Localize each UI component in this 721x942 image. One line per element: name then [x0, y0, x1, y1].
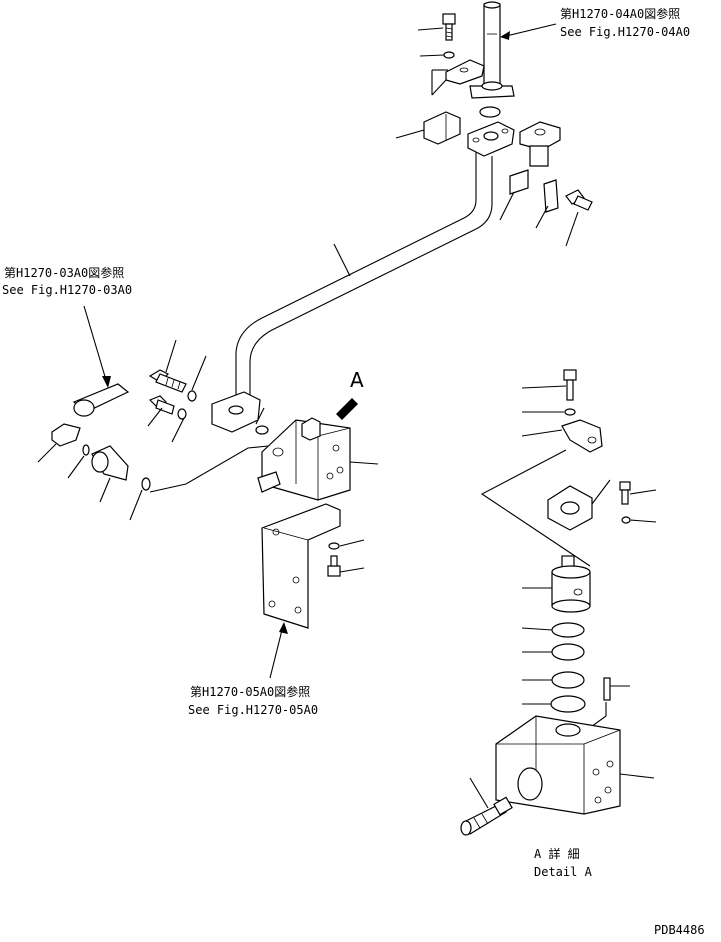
bracket — [261, 503, 341, 629]
left-bolts — [147, 339, 269, 443]
washer-top — [443, 51, 455, 59]
detail-bolt-side — [619, 481, 631, 505]
ref-top-jp: 第H1270-04A0図参照 — [560, 6, 680, 21]
detail-valve-block — [495, 715, 621, 815]
detail-cartridge — [551, 555, 591, 613]
detail-washer-side — [621, 516, 631, 524]
detail-bolt-top — [563, 369, 577, 401]
o-ring-top — [479, 106, 501, 118]
split-flange-half-right — [519, 121, 561, 151]
detail-o-ring-1 — [551, 622, 585, 638]
detail-pin — [603, 677, 611, 701]
ref-bottom-en: See Fig.H1270-05A0 — [188, 703, 318, 717]
detail-washer — [564, 408, 576, 416]
bolt-bracket — [327, 555, 341, 577]
valve-plug — [257, 471, 281, 493]
washer-left-lower — [177, 408, 187, 420]
bolt-top — [442, 13, 456, 41]
o-ring-valve — [255, 425, 269, 435]
ref-left-jp: 第H1270-03A0図参照 — [4, 265, 124, 280]
o-ring-small — [141, 477, 151, 491]
washer-left-upper — [187, 390, 197, 402]
ref-left-en: See Fig.H1270-03A0 — [2, 283, 132, 297]
detail-a — [460, 369, 657, 836]
detail-caption-en: Detail A — [534, 865, 593, 879]
top-pipe-assembly — [417, 1, 557, 118]
ref-bottom-jp: 第H1270-05A0図参照 — [190, 684, 310, 699]
detail-o-ring-2 — [551, 643, 585, 661]
detail-clamp — [561, 419, 603, 453]
bolt-left-lower — [148, 395, 175, 415]
detail-caption-jp: A 詳 細 — [534, 846, 580, 861]
reference-labels: 第H1270-04A0図参照 See Fig.H1270-04A0 第H1270… — [2, 6, 705, 937]
washer-bracket — [328, 542, 340, 550]
mounting-bracket — [261, 503, 365, 679]
ref-top-en: See Fig.H1270-04A0 — [560, 25, 690, 39]
upper-flange-assembly — [395, 111, 593, 247]
elbow-fitting — [51, 423, 81, 447]
view-arrow — [336, 398, 358, 420]
detail-o-ring-3 — [550, 695, 586, 713]
detail-backup-ring — [551, 671, 585, 689]
spacer-plate — [543, 179, 559, 213]
detail-sensor — [460, 796, 513, 836]
bolt-right — [565, 189, 593, 211]
drawing-code: PDB4486 — [654, 923, 705, 937]
vertical-pipe — [483, 3, 501, 85]
hose-fittings — [37, 305, 269, 521]
o-ring-fitting — [82, 444, 90, 456]
hydraulic-pipe — [211, 152, 493, 433]
view-arrow-label: A — [350, 368, 364, 392]
bolt-left-upper — [148, 369, 187, 393]
clamp-plate — [423, 111, 461, 145]
valve-block: A — [257, 368, 379, 501]
